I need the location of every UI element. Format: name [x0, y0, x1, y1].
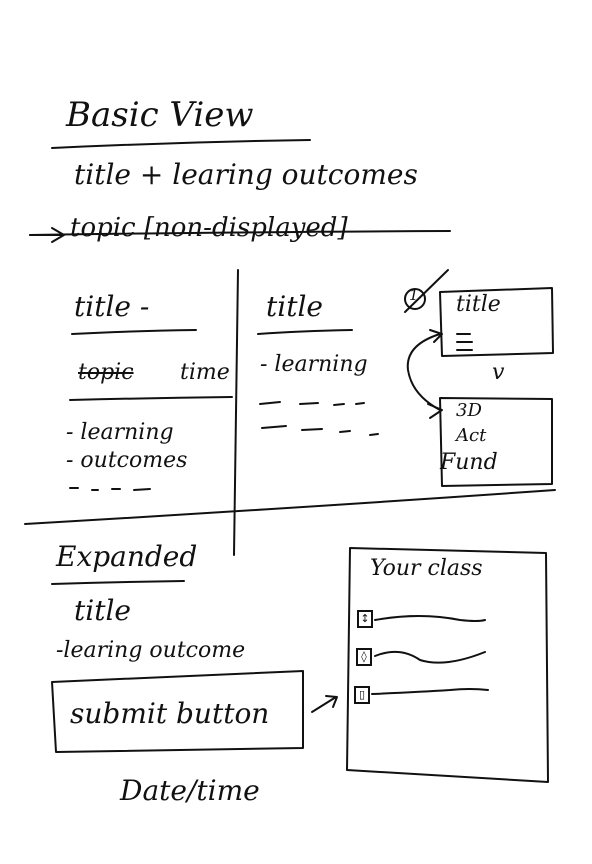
- card-action-3d[interactable]: 3D: [456, 400, 482, 421]
- col1-title-underline: [71, 329, 197, 335]
- expanded-outcome: -learing outcome: [56, 638, 246, 663]
- badge-tick: [404, 269, 449, 313]
- struck-topic: topic [non-displayed]: [70, 213, 348, 243]
- expanded-heading: Expanded: [56, 540, 198, 573]
- card-title: title: [456, 292, 501, 317]
- card-badge[interactable]: 1: [409, 286, 419, 304]
- arrow-head-bottom: [427, 403, 443, 419]
- col1-title: title -: [74, 290, 150, 323]
- card-lines-icon: [456, 333, 473, 351]
- curved-connector: [406, 333, 441, 411]
- class-item-scribble-2: [374, 650, 486, 664]
- badge-circle: [404, 288, 426, 310]
- card-chevron-down-icon[interactable]: v: [492, 360, 505, 385]
- col2-placeholder-dashes-2: [261, 425, 379, 436]
- col2-item-learning: - learning: [260, 352, 368, 377]
- card-action-act[interactable]: Act: [456, 425, 487, 446]
- datetime-label: Date/time: [120, 774, 260, 807]
- submit-button[interactable]: submit button: [70, 697, 270, 730]
- expanded-title: title: [74, 594, 131, 627]
- col1-item-learning: - learning: [66, 420, 174, 445]
- col1-item-outcomes: - outcomes: [66, 448, 188, 473]
- expanded-heading-underline: [51, 580, 185, 585]
- class-item-scribble-3: [371, 688, 489, 695]
- col1-struck-topic: topic: [78, 360, 134, 385]
- class-item-scribble-1: [374, 615, 486, 622]
- column-divider: [233, 269, 239, 556]
- class-item-icon-1[interactable]: ↕: [357, 610, 373, 628]
- strike-arrow: [29, 227, 65, 243]
- col2-title: title: [266, 290, 323, 323]
- basic-heading-underline: [51, 139, 311, 149]
- struck-line: [29, 230, 451, 236]
- basic-subtitle: title + learing outcomes: [74, 158, 418, 191]
- col1-time-label: time: [180, 360, 230, 385]
- submit-box: [51, 670, 304, 753]
- col2-title-underline: [257, 329, 353, 335]
- arrow-to-panel: [311, 695, 338, 713]
- arrow-head-top: [429, 329, 443, 343]
- col2-placeholder-dashes-1: [259, 401, 365, 406]
- class-item-icon-2[interactable]: ◊: [356, 648, 372, 666]
- class-panel-title: Your class: [370, 556, 483, 581]
- section-divider: [24, 489, 556, 525]
- class-item-icon-3[interactable]: ▯: [354, 686, 370, 704]
- card-action-fund[interactable]: Fund: [440, 450, 498, 475]
- col1-placeholder-dashes: [69, 487, 151, 491]
- basic-heading: Basic View: [66, 95, 254, 135]
- class-panel-box: [346, 547, 549, 783]
- card-bottom-box: [439, 397, 553, 487]
- col1-time-underline: [69, 396, 233, 401]
